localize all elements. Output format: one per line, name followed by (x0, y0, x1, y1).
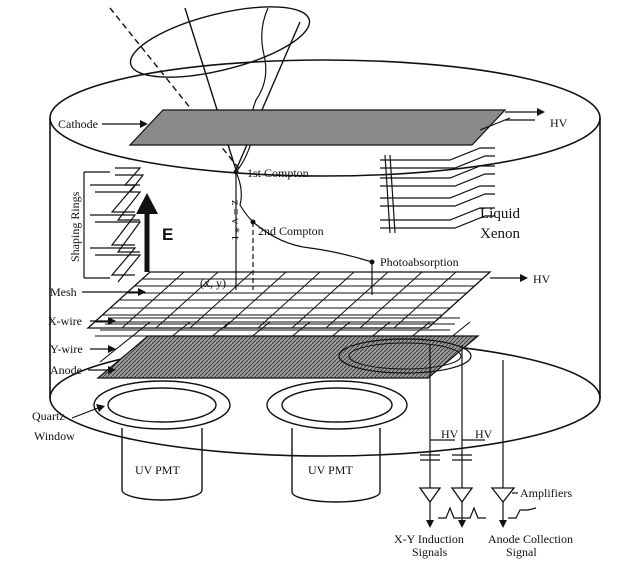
hv-mesh-arrow-head (520, 274, 528, 282)
mesh-grid (86, 271, 492, 329)
vessel-bottom-front (49, 397, 601, 457)
gamma-cone (109, 6, 311, 173)
first-compton-point (233, 169, 239, 175)
second-compton-point (250, 219, 256, 225)
xenon-label: Xenon (480, 226, 520, 242)
quartz-window-right-inner (281, 387, 393, 423)
liquid-label: Liquid (480, 206, 520, 222)
z-formula-label: z = v * t (229, 200, 243, 240)
photoabsorption-label: Photoabsorption (380, 255, 459, 269)
hv-top-arrow-head (537, 108, 545, 116)
shaping-rings-label: Shaping Rings (68, 191, 82, 262)
anode-signal-shape (508, 507, 537, 519)
hv-left-label: HV (441, 427, 459, 441)
anode-plate (96, 335, 480, 379)
readout-wires (420, 345, 504, 488)
cone-ellipse (129, 6, 311, 78)
electron-track-top (235, 7, 269, 173)
cone-right-line (235, 21, 301, 171)
scattered-track (252, 221, 373, 263)
quartz-window-left-inner (107, 387, 217, 423)
anode-collection-label: Anode Collection (488, 532, 573, 546)
hv-top-label: HV (550, 116, 568, 130)
mesh-arrow-head (138, 288, 146, 296)
xy-label: (x, y) (200, 276, 226, 290)
e-field-arrow-head (136, 193, 158, 214)
hv-right-label: HV (475, 427, 493, 441)
x-wire-label: X-wire (48, 314, 82, 328)
pmt-left (93, 380, 231, 501)
out-arrow-anode (499, 520, 507, 528)
signals-label: Signals (412, 545, 448, 559)
quartz-arrow-head (96, 404, 105, 412)
vessel (49, 59, 601, 457)
signal-label: Signal (506, 545, 537, 559)
quartz-label: Quartz (32, 409, 65, 423)
induction-signal-shape (438, 506, 486, 519)
cone-axis-dashed (109, 7, 241, 171)
quartz-arrow (71, 407, 99, 419)
cathode-arrow-head (140, 120, 148, 128)
shaping-rings-right (380, 147, 495, 234)
quartz-window-right-outer (266, 380, 408, 430)
mesh-label: Mesh (50, 285, 77, 299)
amplifier-triangles (418, 487, 516, 504)
amplifier-anode (490, 487, 516, 504)
cathode-label: Cathode (58, 117, 98, 131)
uv-pmt-left-label: UV PMT (135, 463, 180, 477)
second-compton-label: 2nd Compton (258, 224, 324, 238)
hv-mesh-label: HV (533, 272, 551, 286)
photoabsorption-point (369, 259, 375, 265)
gamma-ray-line (184, 7, 237, 171)
anode-signal-ellipse-inner (348, 342, 462, 370)
hv-top-wire (479, 111, 540, 131)
x-wire-arrow-head (108, 317, 116, 325)
y-wire-label: Y-wire (50, 342, 83, 356)
electron-track-mid (235, 171, 254, 223)
amplifiers-label: Amplifiers (520, 486, 572, 500)
anode-signal-ellipse-outer (338, 338, 472, 374)
out-arrow-y (458, 520, 466, 528)
xy-induction-label: X-Y Induction (394, 532, 464, 546)
pmt-right (266, 380, 408, 503)
window-label: Window (34, 429, 75, 443)
amplifier-y (450, 487, 474, 504)
anode-arrow-head (108, 366, 116, 374)
shaping-rings-left (90, 167, 145, 283)
amplifier-x (418, 487, 442, 504)
anode-label: Anode (50, 363, 82, 377)
quartz-window-left-outer (93, 380, 231, 430)
x-wire-layer (95, 317, 460, 337)
cathode-plate (128, 109, 507, 146)
first-compton-label: 1st Compton (247, 166, 309, 180)
signal-outputs (429, 502, 537, 522)
out-arrow-x (426, 520, 434, 528)
y-wire-arrow-head (108, 345, 116, 353)
uv-pmt-right-label: UV PMT (308, 463, 353, 477)
e-field-label: E (162, 225, 173, 244)
